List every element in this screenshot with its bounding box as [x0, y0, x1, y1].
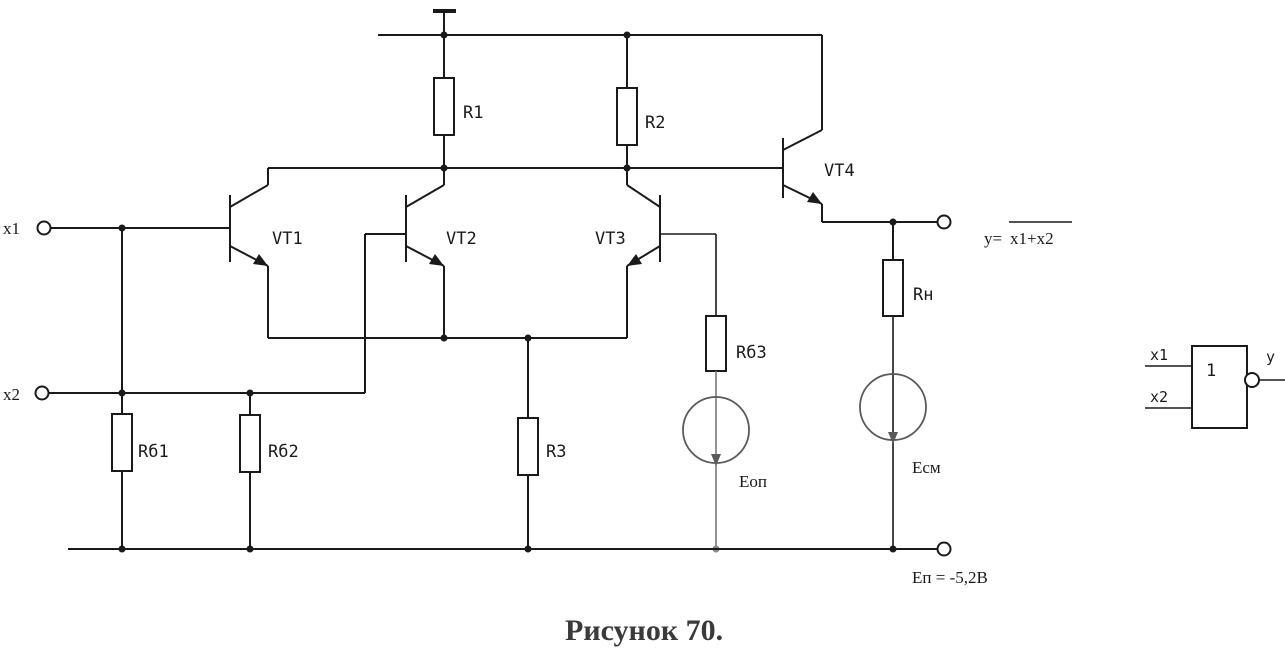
x2-terminal — [34, 385, 50, 401]
resistor-rb1: Rб1 — [111, 228, 169, 549]
collector-wiring — [268, 164, 783, 172]
input-x1: x1 — [3, 219, 230, 238]
r1-label: R1 — [463, 103, 483, 123]
esm-label: Eсм — [912, 458, 941, 477]
rn-label: Rн — [913, 285, 933, 305]
output-label: y= — [984, 229, 1002, 248]
r2-label: R2 — [645, 113, 665, 133]
output-terminal — [936, 214, 952, 230]
output-expression: x1+x2 — [1010, 229, 1054, 248]
emitter-common-line — [268, 334, 627, 342]
rb3-label: Rб3 — [736, 343, 767, 363]
vt4-label: VT4 — [824, 161, 855, 181]
figure-caption: Рисунок 70. — [565, 614, 723, 647]
r3-label: R3 — [546, 442, 566, 462]
supply-rail: Eп = -5,2В — [68, 541, 988, 587]
x2-label: x2 — [3, 385, 20, 404]
reference-branch: Rб3 Eоп — [660, 233, 767, 553]
gate-input2-label: x2 — [1150, 388, 1168, 406]
gate-inversion-bubble — [1244, 372, 1260, 388]
nor-gate-symbol: 1 x1 x2 y — [1145, 345, 1285, 429]
transistor-vt4: VT4 — [782, 35, 893, 223]
gate-output-label: y — [1266, 348, 1275, 366]
vt1-label: VT1 — [272, 229, 303, 249]
ground-rail — [378, 9, 822, 39]
vt2-label: VT2 — [446, 229, 477, 249]
supply-terminal — [936, 541, 952, 557]
resistor-r3: R3 — [517, 338, 566, 549]
output-branch: Rн Eсм y= x1+x2 — [859, 214, 1072, 549]
transistor-vt2: VT2 — [405, 168, 477, 338]
supply-label: Eп = -5,2В — [912, 568, 988, 587]
x1-terminal — [36, 220, 52, 236]
transistor-vt3: VT3 — [595, 168, 661, 338]
gate-input1-label: x1 — [1150, 346, 1168, 364]
resistor-r2: R2 — [616, 35, 665, 168]
vt3-label: VT3 — [595, 229, 626, 249]
resistor-r1: R1 — [433, 35, 483, 168]
x1-label: x1 — [3, 219, 20, 238]
gate-function-label: 1 — [1206, 361, 1216, 381]
rb2-label: Rб2 — [268, 442, 299, 462]
resistor-rb2: Rб2 — [239, 393, 299, 549]
rb1-label: Rб1 — [138, 442, 169, 462]
eop-label: Eоп — [739, 472, 767, 491]
transistor-vt1: VT1 — [229, 168, 303, 338]
input-x2: x2 — [3, 233, 406, 404]
